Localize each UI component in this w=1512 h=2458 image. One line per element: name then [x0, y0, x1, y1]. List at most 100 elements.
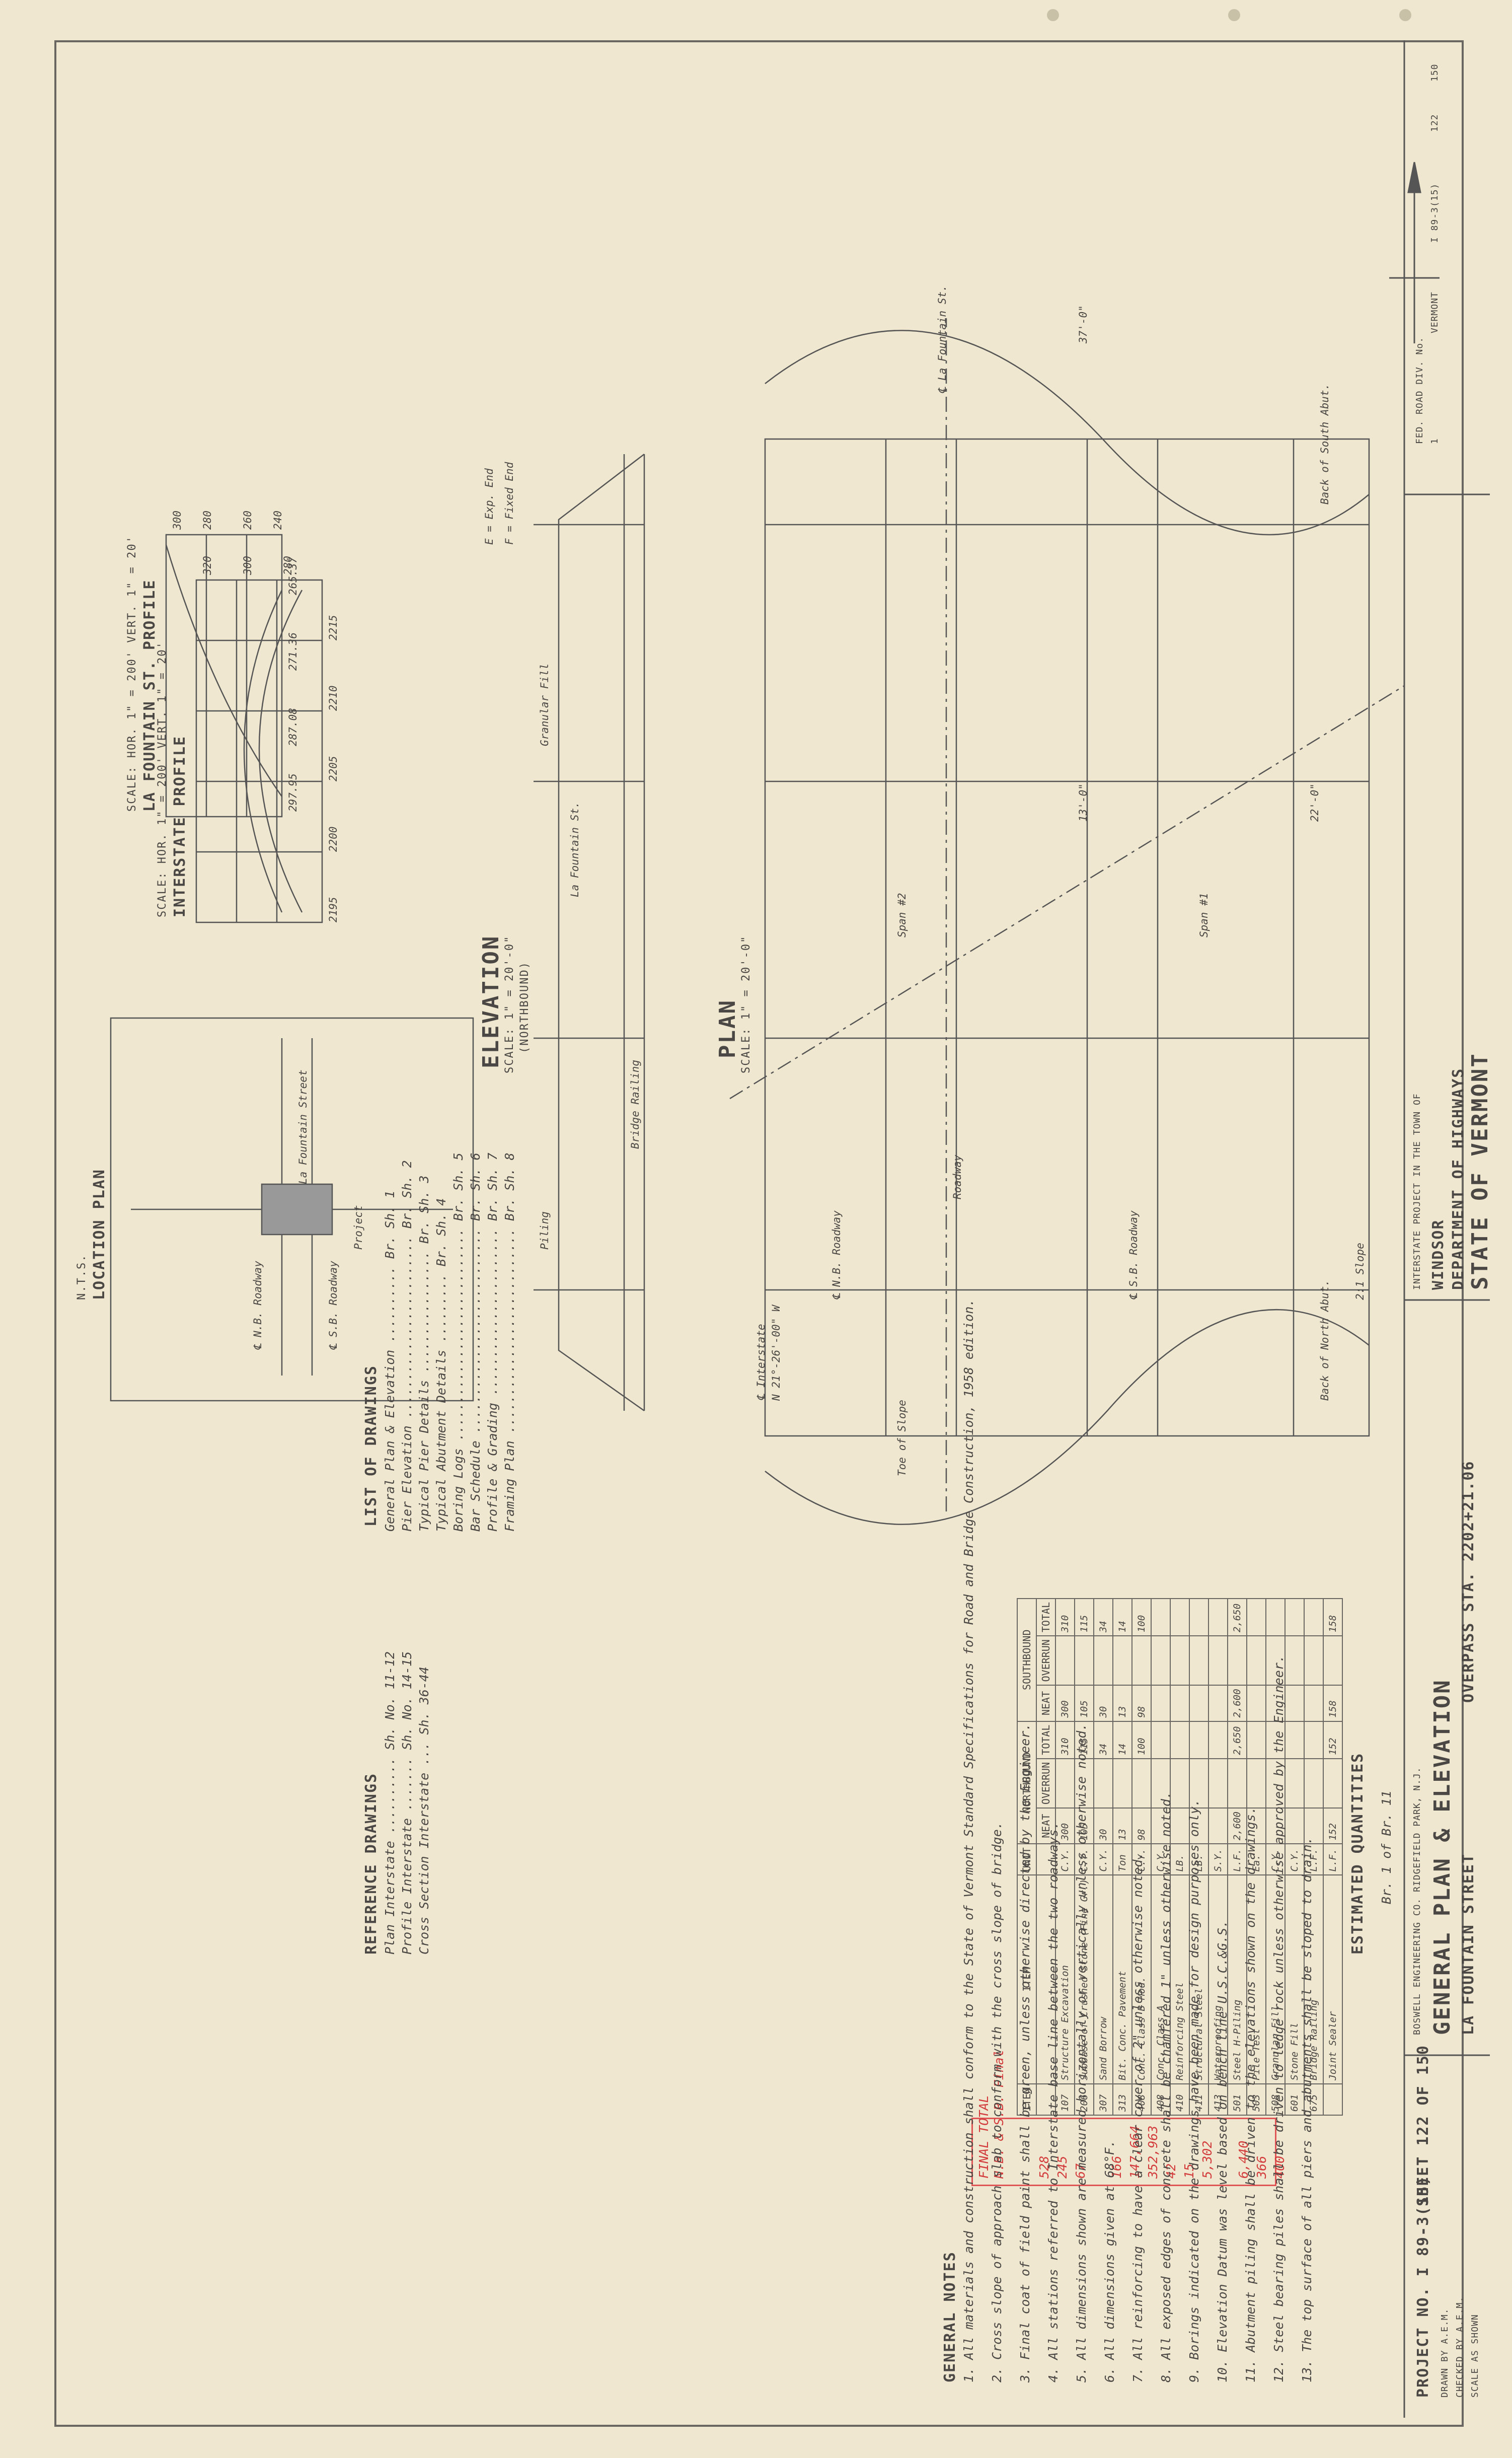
location-title: LOCATION PLAN	[91, 1169, 108, 1300]
list-item: 8. All exposed edges of concrete shall b…	[1159, 1791, 1173, 2382]
town-name: WINDSOR	[1429, 1219, 1447, 1290]
plan-title: PLAN	[715, 999, 740, 1058]
plan-south-abut-label: Back of South Abut.	[1319, 383, 1331, 504]
general-notes-title: GENERAL NOTES	[941, 2251, 959, 2382]
firm-name: BOSWELL ENGINEERING CO. RIDGEFIELD PARK,…	[1412, 1767, 1422, 2035]
elevation-exp-label: E = Exp. End	[483, 468, 495, 545]
list-item: 11. Abutment piling shall be driven to t…	[1243, 1806, 1258, 2382]
plan-span2-label: Span #2	[896, 893, 908, 937]
list-item: Cross Section Interstate ... Sh. 36-44	[417, 1667, 431, 1955]
plan-dim-label: 13'-0"	[1077, 783, 1089, 822]
elevation-view-linework	[534, 454, 645, 1412]
plan-bearing-label: N 21°-26'-00" W	[770, 1305, 782, 1401]
state-name: STATE OF VERMONT	[1467, 1052, 1493, 1290]
int-profile-elev: 320	[201, 556, 213, 575]
quantities-title: ESTIMATED QUANTITIES	[1349, 1752, 1367, 1955]
project-number: PROJECT NO. I 89-3(15)	[1414, 2175, 1432, 2398]
references-list: Plan Interstate .......... Sh. No. 11-12…	[383, 1651, 434, 1955]
la-profile-linework	[165, 534, 283, 818]
list-item: Pier Elevation ........................ …	[400, 1160, 414, 1532]
list-item: 6. All dimensions given at 68°F.	[1102, 2140, 1117, 2382]
elevation-subtitle: (NORTHBOUND)	[518, 961, 531, 1053]
north-arrow	[1389, 162, 1440, 343]
list-item: 5. All dimensions shown are measured hor…	[1074, 1723, 1089, 2382]
plan-toe-label: Toe of Slope	[896, 1400, 908, 1476]
list-item: Bar Schedule ...........................…	[468, 1152, 483, 1532]
int-profile-grade-line	[243, 590, 283, 913]
la-profile-bottom: 287.08	[287, 708, 299, 746]
la-profile-grid-border	[165, 534, 283, 818]
scale-note: SCALE AS SHOWN	[1470, 2314, 1480, 2398]
project-line: INTERSTATE PROJECT IN THE TOWN OF	[1412, 1093, 1422, 1290]
plan-view-linework	[729, 318, 1405, 1525]
int-profile-station: 2195	[327, 897, 339, 922]
list-item: Boring Logs ............................…	[451, 1152, 466, 1532]
list-item: Typical Pier Details ................ Br…	[417, 1175, 431, 1532]
list-item: Profile Interstate ....... Sh. No. 14-15	[400, 1651, 414, 1955]
plan-toe-of-slope	[765, 330, 1370, 536]
int-profile-elev: 280	[282, 556, 294, 575]
list-item: Plan Interstate .......... Sh. No. 11-12	[383, 1651, 397, 1955]
plan-deck-outline	[764, 438, 1370, 1437]
la-profile-elev: 280	[201, 511, 213, 530]
fed-block-label: FED. ROAD DIV. No.	[1414, 336, 1425, 444]
elevation-ground	[558, 454, 645, 1412]
int-profile-grid-border	[195, 579, 323, 923]
sheet-border	[54, 40, 1464, 2427]
drawing-title: GENERAL PLAN & ELEVATION	[1429, 1679, 1455, 2035]
sheet-number: SHEET 122 OF 150	[1414, 2045, 1432, 2206]
plan-sb-label: ℄ S.B. Roadway	[1127, 1210, 1140, 1300]
elevation-pile-label: Piling	[539, 1211, 551, 1250]
list-item: Profile & Grading ......................…	[485, 1152, 500, 1532]
int-profile-station: 2215	[327, 615, 339, 640]
structure-station: OVERPASS STA. 2202+21.06	[1460, 1460, 1477, 1703]
location-project-site	[261, 1183, 333, 1236]
la-profile-bottom: 271.36	[287, 632, 299, 671]
plan-roadway-label: Roadway	[951, 1154, 963, 1199]
punch-hole	[1228, 9, 1240, 21]
drawings-title: LIST OF DRAWINGS	[362, 1365, 380, 1527]
fed-block-value: VERMONT	[1429, 292, 1440, 333]
location-nb-label: ℄ N.B. Roadway	[252, 1261, 264, 1350]
list-item: Typical Abutment Details ......... Br. S…	[434, 1198, 448, 1532]
punch-hole	[1399, 9, 1411, 21]
checked-by: CHECKED BY A.E.M.	[1455, 2296, 1465, 2398]
plan-dim-label: 37'-0"	[1077, 305, 1089, 343]
int-profile-elev: 300	[242, 556, 254, 575]
int-profile-station: 2200	[327, 826, 339, 852]
elevation-title: ELEVATION	[478, 934, 504, 1068]
department: DEPARTMENT OF HIGHWAYS	[1450, 1067, 1467, 1290]
la-profile-bottom: 297.95	[287, 773, 299, 812]
int-profile-linework	[195, 579, 323, 923]
location-plan-border	[110, 1017, 474, 1402]
int-profile-scale: SCALE: HOR. 1" = 200' VERT. 1" = 20'	[156, 641, 169, 917]
la-profile-scale: SCALE: HOR. 1" = 200' VERT. 1" = 20'	[126, 535, 138, 812]
elevation-granular-label: Granular Fill	[539, 663, 551, 746]
list-item: 12. Steel bearing piles shall be driven …	[1271, 1655, 1286, 2382]
list-item: 1. All materials and construction shall …	[961, 1298, 976, 2382]
int-profile-station: 2210	[327, 685, 339, 711]
elevation-street-label: La Fountain St.	[569, 802, 581, 897]
location-street-label: La Fountain Street	[297, 1069, 309, 1184]
elevation-fixed-label: F = Fixed End	[503, 462, 515, 545]
la-profile-elev: 240	[272, 511, 284, 530]
plan-toe-of-slope	[765, 1309, 1370, 1525]
drawn-by: DRAWN BY A.E.M.	[1440, 2308, 1450, 2398]
location-project-label: Project	[352, 1205, 364, 1250]
la-profile-grade-line	[165, 544, 283, 797]
fed-block-value: I 89-3(15)	[1429, 183, 1440, 243]
list-item: 3. Final coat of field paint shall be gr…	[1018, 1723, 1032, 2382]
plan-scale: SCALE: 1" = 20'-0"	[740, 935, 752, 1073]
plan-lafountain-label: ℄ La Fountain St.	[936, 285, 948, 394]
fed-block-value: 1	[1429, 438, 1440, 444]
list-item: 2. Cross slope of approach slab to confo…	[990, 1822, 1004, 2382]
plan-interstate-label: ℄ Interstate	[755, 1324, 767, 1401]
int-profile-title: INTERSTATE PROFILE	[171, 735, 189, 917]
list-item: 4. All stations referred to Interstate b…	[1046, 1822, 1061, 2382]
location-scale: N.T.S.	[75, 1254, 88, 1300]
drawings-list: General Plan & Elevation .......... Br. …	[383, 1152, 519, 1532]
plan-nb-label: ℄ N.B. Roadway	[830, 1210, 843, 1300]
la-profile-elev: 260	[242, 511, 254, 530]
